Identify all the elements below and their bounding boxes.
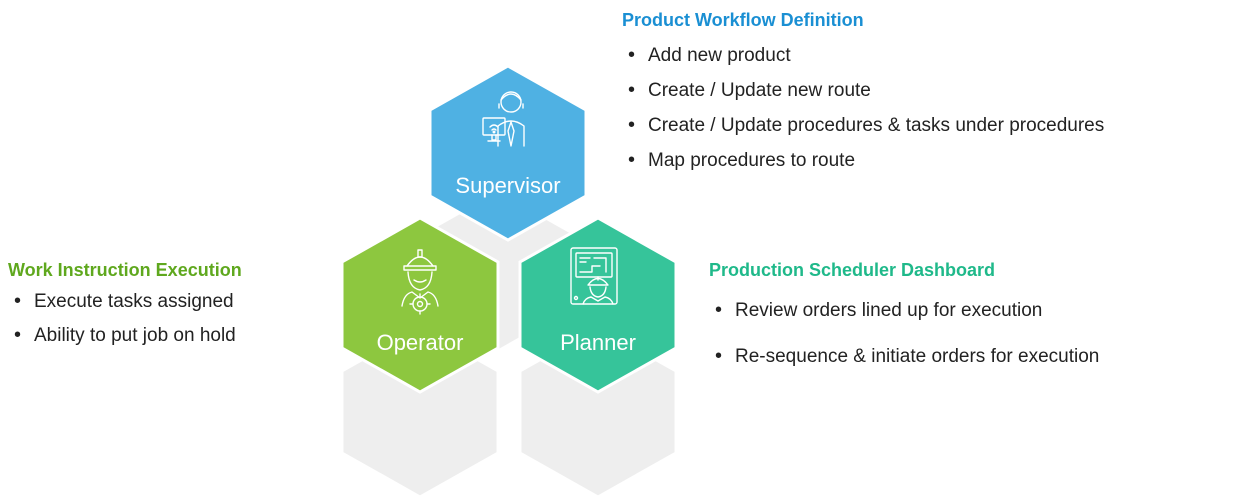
- supervisor-computer-icon: [482, 91, 525, 147]
- workflow-block: Product Workflow Definition Add new prod…: [622, 10, 1242, 185]
- workflow-list: Add new product Create / Update new rout…: [622, 44, 1242, 172]
- scheduler-list: Review orders lined up for execution Re-…: [709, 294, 1179, 373]
- supervisor-hexagon[interactable]: [428, 64, 588, 242]
- work-instruction-list: Execute tasks assigned Ability to put jo…: [8, 290, 338, 347]
- operator-label: Operator: [377, 330, 464, 355]
- work-instruction-item: Ability to put job on hold: [8, 324, 338, 347]
- scheduler-item: Review orders lined up for execution: [709, 294, 1179, 327]
- work-instruction-heading: Work Instruction Execution: [8, 260, 242, 280]
- planner-label: Planner: [560, 330, 636, 355]
- workflow-item: Add new product: [622, 44, 1242, 67]
- supervisor-label: Supervisor: [455, 173, 560, 198]
- worker-hardhat-gear-icon: [401, 249, 439, 315]
- scheduler-heading: Production Scheduler Dashboard: [709, 260, 996, 280]
- planner-blueprint-icon: [570, 247, 618, 305]
- workflow-item: Create / Update procedures & tasks under…: [622, 114, 1242, 137]
- scheduler-block: Production Scheduler Dashboard Review or…: [709, 260, 1179, 387]
- work-instruction-item: Execute tasks assigned: [8, 290, 338, 313]
- workflow-item: Map procedures to route: [622, 149, 1242, 172]
- operator-hexagon[interactable]: [340, 216, 500, 394]
- planner-hexagon[interactable]: [518, 216, 678, 394]
- workflow-heading: Product Workflow Definition: [622, 10, 864, 30]
- scheduler-item: Re-sequence & initiate orders for execut…: [709, 340, 1179, 373]
- work-instruction-block: Work Instruction Execution Execute tasks…: [8, 260, 338, 359]
- workflow-item: Create / Update new route: [622, 79, 1242, 102]
